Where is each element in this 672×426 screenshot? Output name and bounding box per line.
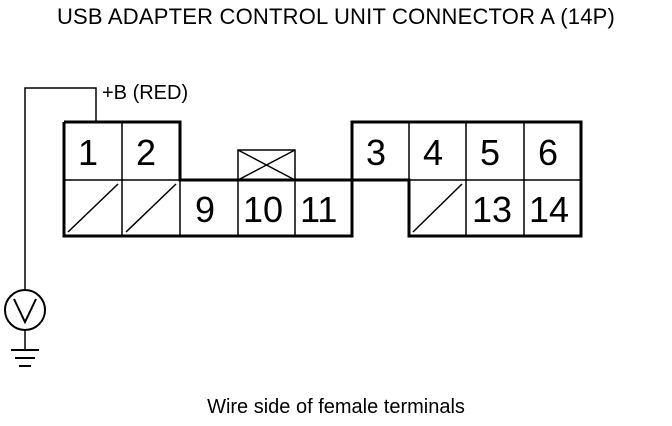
voltmeter-icon	[4, 289, 46, 350]
pin-5: 5	[480, 132, 500, 173]
blocked-cavity-icon	[237, 149, 296, 181]
pin-11: 11	[300, 189, 337, 230]
pin-1: 1	[78, 132, 98, 173]
empty-terminal-7	[67, 183, 119, 233]
pin-4: 4	[423, 132, 443, 173]
pin-9: 9	[195, 189, 215, 230]
pin-10: 10	[243, 189, 283, 230]
pin-14: 14	[529, 189, 569, 230]
wire-label: +B (RED)	[102, 82, 189, 104]
pin-6: 6	[538, 132, 558, 173]
pin-2: 2	[136, 132, 156, 173]
probe-wire	[24, 87, 97, 290]
pin-labels: 1 2 3 4 5 6 9 10 11 13 14	[78, 132, 569, 230]
diagram-title: USB ADAPTER CONTROL UNIT CONNECTOR A (14…	[56, 4, 616, 29]
diagram-caption: Wire side of female terminals	[207, 396, 465, 418]
empty-terminal-8	[125, 183, 177, 233]
ground-icon	[11, 349, 39, 367]
pin-13: 13	[472, 189, 512, 230]
empty-terminal-12	[412, 183, 463, 233]
pin-3: 3	[366, 132, 386, 173]
terminal-grid	[64, 122, 581, 236]
empty-terminal-marks	[67, 183, 463, 233]
